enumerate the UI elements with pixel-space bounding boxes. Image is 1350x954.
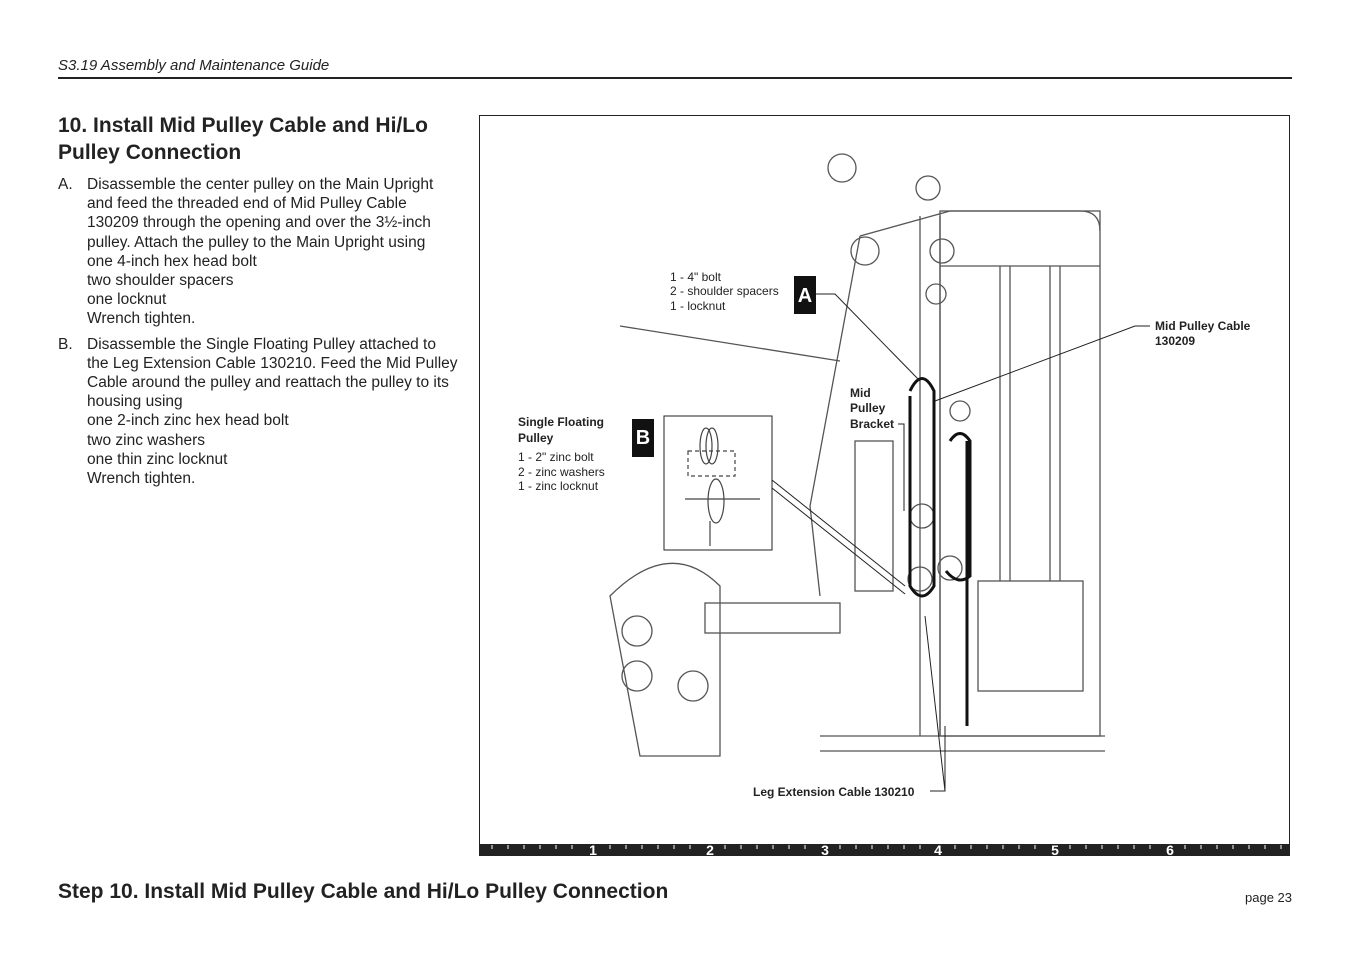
instruction-steps: A. Disassemble the center pulley on the … [58, 175, 458, 494]
leg-extension-cable-label: Leg Extension Cable 130210 [753, 615, 946, 799]
step-line: one locknut [87, 291, 167, 309]
step-line: one 2-inch zinc hex head bolt [87, 412, 289, 430]
roller-pad [621, 660, 653, 692]
callout-a-letter: A [798, 285, 812, 307]
guide-title: S3.19 Assembly and Maintenance Guide [58, 57, 330, 74]
step-letter: A. [58, 176, 73, 193]
step-line: Wrench tighten. [87, 310, 196, 328]
bracket-label-line: Mid [850, 386, 871, 400]
bracket-label-line: Pulley [850, 401, 886, 415]
weight-stack [977, 580, 1084, 692]
pulley [929, 238, 955, 264]
step-line: one thin zinc locknut [87, 450, 228, 468]
roller-pad [677, 670, 709, 702]
press-upright [809, 235, 861, 597]
footer-title: Step 10. Install Mid Pulley Cable and Hi… [58, 880, 669, 903]
bracket-label-line: Bracket [850, 417, 894, 431]
step-text: Disassemble the Single Floating Pulley a… [87, 335, 458, 489]
cable-label-line: 130209 [1155, 334, 1195, 348]
pulley [907, 566, 933, 592]
detail-inset [663, 415, 773, 551]
scale-label: 4 [934, 842, 942, 855]
callout-b-line: 1 - zinc locknut [518, 479, 599, 493]
back-pad [854, 440, 894, 592]
step-b: B. Disassemble the Single Floating Pulle… [58, 335, 458, 489]
leg-extension-frame [609, 562, 721, 757]
scale-label: 3 [821, 842, 829, 855]
page-number: page 23 [1245, 890, 1292, 905]
step-line: Disassemble the center pulley on the Mai… [87, 176, 434, 251]
mid-pulley-bracket-label: Mid Pulley Bracket [850, 386, 905, 511]
top-arm [859, 210, 951, 237]
step-line: two zinc washers [87, 431, 206, 449]
scale-label: 6 [1166, 842, 1174, 855]
step-line: two shoulder spacers [87, 272, 234, 290]
tower-top [950, 210, 1101, 232]
mid-pulley-cable [908, 377, 936, 598]
callout-b-title: Pulley [518, 431, 554, 445]
roller-pad [621, 615, 653, 647]
step-text: Disassemble the center pulley on the Mai… [87, 175, 458, 329]
top-pulley [827, 153, 857, 183]
pulley [850, 236, 880, 266]
pulley [925, 283, 947, 305]
callout-a-line: 2 - shoulder spacers [670, 284, 779, 298]
callout-b-line: 2 - zinc washers [518, 465, 605, 479]
scale-bar: 1 2 3 4 5 6 [480, 842, 1289, 858]
header-rule [58, 77, 1292, 79]
scale-label: 1 [589, 842, 597, 855]
callout-a-line: 1 - 4" bolt [670, 270, 722, 284]
step-letter: B. [58, 335, 73, 353]
callout-b-title: Single Floating [518, 415, 604, 429]
pulley [937, 555, 963, 581]
machine-diagram: A 1 - 4" bolt 2 - shoulder spacers 1 - l… [480, 153, 1289, 858]
step-line: Disassemble the Single Floating Pulley a… [87, 335, 458, 411]
diagram-frame: A 1 - 4" bolt 2 - shoulder spacers 1 - l… [479, 115, 1290, 858]
callout-a: A 1 - 4" bolt 2 - shoulder spacers 1 - l… [670, 270, 921, 382]
callout-b-line: 1 - 2" zinc bolt [518, 450, 594, 464]
seat-pad [704, 602, 841, 634]
top-pulley [915, 175, 941, 201]
press-arm [619, 325, 841, 362]
base-rail [820, 735, 1105, 752]
step-a: A. Disassemble the center pulley on the … [58, 175, 458, 329]
tower-frame [939, 210, 1101, 737]
section-title: 10. Install Mid Pulley Cable and Hi/Lo P… [58, 114, 428, 164]
pulley [949, 400, 971, 422]
callout-b: B Single Floating Pulley 1 - 2" zinc bol… [518, 415, 906, 595]
scale-label: 2 [706, 842, 714, 855]
step-line: Wrench tighten. [87, 470, 196, 488]
pulley [909, 503, 935, 529]
step-line: one 4-inch hex head bolt [87, 252, 257, 270]
callout-a-line: 1 - locknut [670, 299, 726, 313]
cable-label-line: Mid Pulley Cable [1155, 319, 1251, 333]
callout-b-letter: B [636, 427, 650, 449]
leg-extension-cable [944, 432, 972, 582]
floating-pulley-detail [685, 427, 760, 546]
mid-pulley-cable-label: Mid Pulley Cable 130209 [934, 319, 1251, 402]
leg-cable-label-text: Leg Extension Cable 130210 [753, 785, 915, 799]
scale-label: 5 [1051, 842, 1059, 855]
